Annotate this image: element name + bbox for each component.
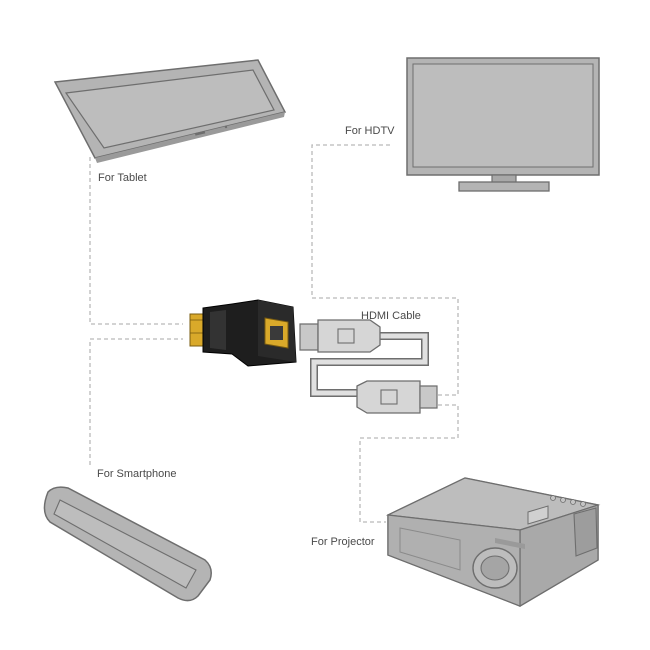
hdtv-label: For HDTV (345, 125, 395, 137)
smartphone-connection-line (89, 338, 183, 465)
smartphone-label: For Smartphone (97, 468, 177, 480)
projector-connection-line (359, 404, 459, 523)
hdmi-cable-label: HDMI Cable (361, 310, 421, 322)
hdtv-connection-line (311, 144, 459, 396)
hdmi-adapter (189, 299, 297, 367)
hdmi-cable-connector-bottom (356, 380, 438, 414)
tablet-device (53, 59, 287, 163)
hdmi-cable-connector-top (299, 319, 381, 353)
smartphone-device (43, 486, 212, 602)
projector-device (385, 477, 601, 608)
hdmi-cable (299, 319, 438, 414)
projector-label: For Projector (311, 536, 375, 548)
tablet-label: For Tablet (98, 172, 147, 184)
connection-lines (89, 144, 459, 523)
hdtv-device (406, 57, 600, 192)
